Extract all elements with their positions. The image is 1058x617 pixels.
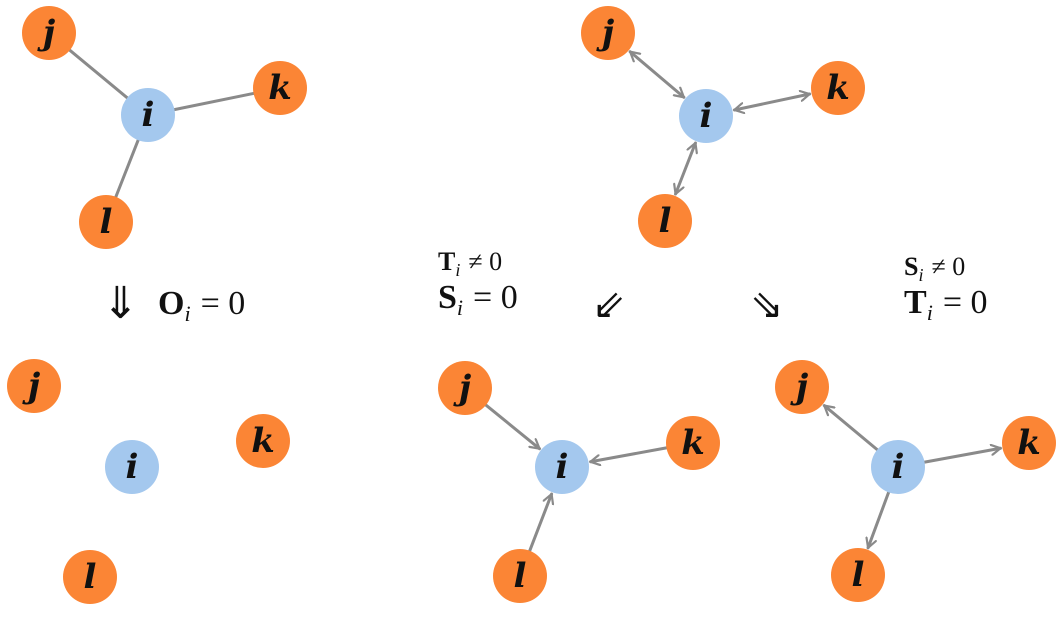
node-circle (105, 440, 159, 494)
subscript-i: i (184, 301, 190, 326)
node-bottom-left-l: l (63, 550, 117, 604)
node-bottom-right-k: k (1002, 416, 1056, 470)
node-label-i: i (892, 447, 905, 487)
symbol-t: T (438, 247, 455, 276)
node-label-i: i (700, 96, 713, 136)
subscript-i: i (918, 265, 923, 285)
node-bottom-middle-k: k (666, 416, 720, 470)
node-circle (236, 414, 290, 468)
node-label-k: k (681, 423, 705, 463)
edge-top-right-k-i (732, 94, 812, 110)
node-circle (666, 416, 720, 470)
node-top-right-i: i (679, 89, 733, 143)
edge-bottom-right-l-i (868, 488, 891, 550)
edge-top-left-j-i (66, 47, 131, 101)
right-transition: ⇘ Si ≠ 0 Ti = 0 (750, 252, 988, 327)
equation-t-zero: Ti = 0 (904, 284, 988, 325)
node-circle (679, 89, 733, 143)
equation-s-nonzero: Si ≠ 0 (904, 252, 965, 285)
edges-layer (66, 47, 1002, 555)
node-bottom-middle-j: j (438, 361, 492, 415)
node-circle (831, 548, 885, 602)
relation: ≠ 0 (931, 252, 965, 281)
node-bottom-left-k: k (236, 414, 290, 468)
node-circle (438, 361, 492, 415)
node-circle (638, 194, 692, 248)
node-label-l: l (100, 202, 113, 242)
symbol-s: S (904, 252, 918, 281)
node-bottom-right-i: i (871, 440, 925, 494)
edge-bottom-right-j-i (822, 404, 881, 453)
middle-transition: Ti≠ 0 Si= 0 ⇙ (438, 247, 626, 327)
node-label-i: i (126, 447, 139, 487)
node-circle (535, 440, 589, 494)
node-label-l: l (514, 556, 527, 596)
node-circle (775, 360, 829, 414)
node-bottom-left-i: i (105, 440, 159, 494)
subscript-i: i (927, 300, 933, 325)
relation: ≠ 0 (468, 247, 502, 276)
equation-t-nonzero: Ti ≠ 0 (438, 247, 502, 280)
node-label-k: k (826, 68, 850, 108)
node-circle (1002, 416, 1056, 470)
edge-top-right-j-i (628, 50, 686, 99)
node-label-i: i (142, 95, 155, 135)
node-top-left-j: j (22, 6, 76, 60)
node-circle (581, 6, 635, 60)
edge-top-left-k-i (170, 91, 258, 112)
subscript-i: i (455, 260, 460, 280)
node-bottom-right-l: l (831, 548, 885, 602)
relation: = 0 (201, 285, 246, 322)
node-top-right-l: l (638, 194, 692, 248)
down-left-arrow-symbol: ⇙ (592, 282, 626, 327)
node-label-l: l (84, 557, 97, 597)
edge-bottom-middle-j-i (482, 402, 542, 451)
node-circle (79, 195, 133, 249)
symbol-s: S (438, 279, 457, 316)
node-circle (811, 61, 865, 115)
node-top-left-k: k (253, 61, 307, 115)
node-circle (7, 359, 61, 413)
edge-bottom-middle-l-i (527, 492, 552, 555)
relation: = 0 (943, 284, 988, 321)
node-label-l: l (659, 201, 672, 241)
node-top-left-i: i (121, 88, 175, 142)
node-label-k: k (1017, 423, 1041, 463)
node-circle (871, 440, 925, 494)
edge-top-right-l-i (676, 141, 696, 196)
equation-s-zero: Si = 0 (438, 279, 518, 320)
nodes-layer: i j k l i j k l i j k l i j k l i j k l (7, 6, 1056, 604)
node-top-right-k: k (811, 61, 865, 115)
node-top-right-j: j (581, 6, 635, 60)
relation: = 0 (473, 279, 518, 316)
node-label-k: k (251, 421, 275, 461)
equation-o-zero: Oi = 0 (158, 285, 245, 326)
symbol-t: T (904, 284, 927, 321)
node-circle (22, 6, 76, 60)
left-transition: ⇓ Oi = 0 (102, 279, 245, 328)
node-label-k: k (268, 68, 292, 108)
node-bottom-right-j: j (775, 360, 829, 414)
node-bottom-middle-i: i (535, 440, 589, 494)
edge-bottom-right-k-i (921, 448, 1002, 464)
node-top-left-l: l (79, 195, 133, 249)
down-right-arrow-symbol: ⇘ (750, 282, 784, 327)
subscript-i: i (457, 295, 463, 320)
edge-top-left-l-i (113, 136, 141, 201)
node-bottom-middle-l: l (493, 549, 547, 603)
symbol-o: O (158, 285, 184, 322)
node-circle (121, 88, 175, 142)
down-arrow-symbol: ⇓ (102, 279, 139, 328)
node-label-i: i (556, 447, 569, 487)
edge-bottom-middle-k-i (589, 446, 670, 462)
node-circle (253, 61, 307, 115)
node-bottom-left-j: j (7, 359, 61, 413)
node-circle (63, 550, 117, 604)
node-circle (493, 549, 547, 603)
node-label-l: l (852, 555, 865, 595)
